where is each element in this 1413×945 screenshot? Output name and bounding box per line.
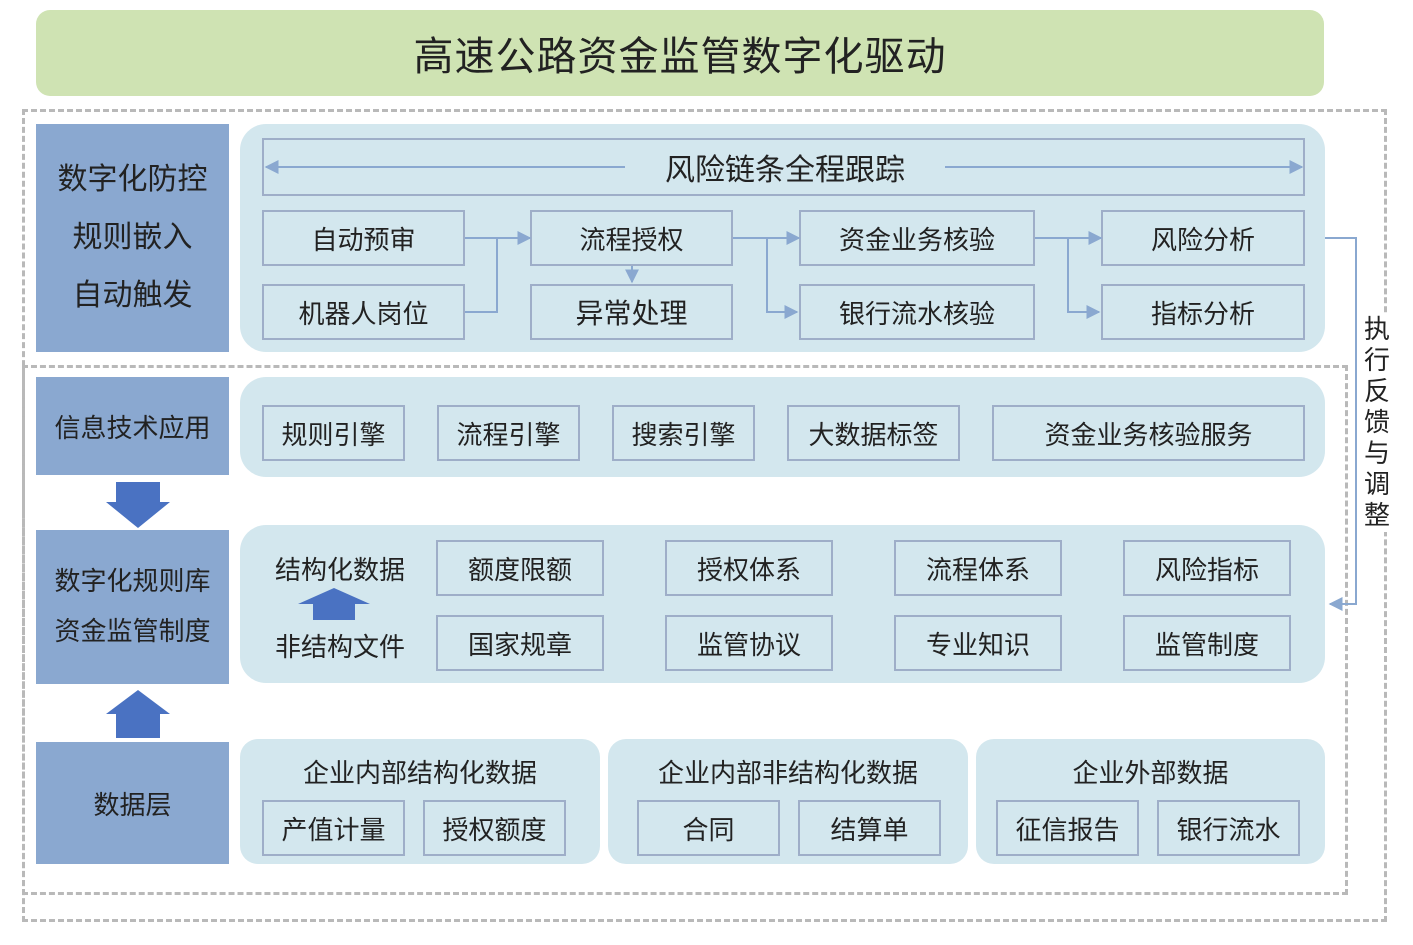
label-text: 信息技术应用: [54, 413, 211, 444]
page-title: 高速公路资金监管数字化驱动: [36, 10, 1324, 96]
tech-rule-engine: 规则引擎: [262, 405, 405, 461]
data-item: 结算单: [798, 800, 941, 856]
arrow-up-icon: [106, 690, 170, 738]
tech-process-engine: 流程引擎: [437, 405, 580, 461]
inner-dashed-frame: [22, 365, 1348, 895]
label-line: 数字化防控: [57, 162, 208, 197]
rule-national-regs: 国家规章: [436, 615, 604, 671]
tech-search-engine: 搜索引擎: [612, 405, 755, 461]
tech-fund-verify-service: 资金业务核验服务: [992, 405, 1305, 461]
data-item: 产值计量: [262, 800, 405, 856]
rule-process-system: 流程体系: [894, 540, 1062, 596]
feedback-line: [1325, 237, 1357, 611]
box-risk-analysis: 风险分析: [1101, 210, 1305, 266]
arrow-down-icon: [106, 482, 170, 528]
label-info-tech: 信息技术应用: [36, 377, 229, 475]
box-index-analysis: 指标分析: [1101, 284, 1305, 340]
label-line: 规则嵌入: [72, 220, 193, 255]
rule-quota-limit: 额度限额: [436, 540, 604, 596]
label-line: 自动触发: [72, 278, 193, 313]
feedback-label: 执行反馈与调整: [1360, 315, 1394, 532]
data-group-title: 企业内部结构化数据: [302, 758, 537, 789]
arrow-up-small-icon: [298, 588, 370, 620]
rule-supervision-system: 监管制度: [1123, 615, 1291, 671]
structured-data-label: 结构化数据: [274, 555, 405, 586]
box-exception-handling: 异常处理: [530, 284, 733, 340]
label-line: 数字化规则库: [54, 567, 211, 597]
box-robot-post: 机器人岗位: [262, 284, 465, 340]
connector: [1067, 238, 1101, 319]
data-item: 银行流水: [1157, 800, 1300, 856]
data-item: 授权额度: [423, 800, 566, 856]
connector: [766, 238, 799, 319]
box-auto-pretrial: 自动预审: [262, 210, 465, 266]
label-digital-prevention: 数字化防控 规则嵌入 自动触发: [36, 124, 229, 352]
rule-supervision-agreement: 监管协议: [665, 615, 833, 671]
box-process-auth: 流程授权: [530, 210, 733, 266]
data-item: 合同: [637, 800, 780, 856]
data-item: 征信报告: [996, 800, 1139, 856]
risk-chain-header: 风险链条全程跟踪: [665, 153, 905, 188]
connector: [465, 238, 498, 313]
box-bank-verify: 银行流水核验: [799, 284, 1035, 340]
rule-auth-system: 授权体系: [665, 540, 833, 596]
data-group-title: 企业内部非结构化数据: [657, 758, 918, 789]
label-data-layer: 数据层: [36, 742, 229, 864]
rule-risk-index: 风险指标: [1123, 540, 1291, 596]
unstructured-files-label: 非结构文件: [274, 632, 405, 663]
rule-professional-knowledge: 专业知识: [894, 615, 1062, 671]
tech-bigdata-tags: 大数据标签: [787, 405, 960, 461]
data-group-title: 企业外部数据: [1072, 758, 1229, 789]
box-fund-verify: 资金业务核验: [799, 210, 1035, 266]
label-text: 数据层: [93, 790, 172, 821]
label-line: 资金监管制度: [54, 617, 211, 647]
label-rule-library: 数字化规则库 资金监管制度: [36, 530, 229, 684]
